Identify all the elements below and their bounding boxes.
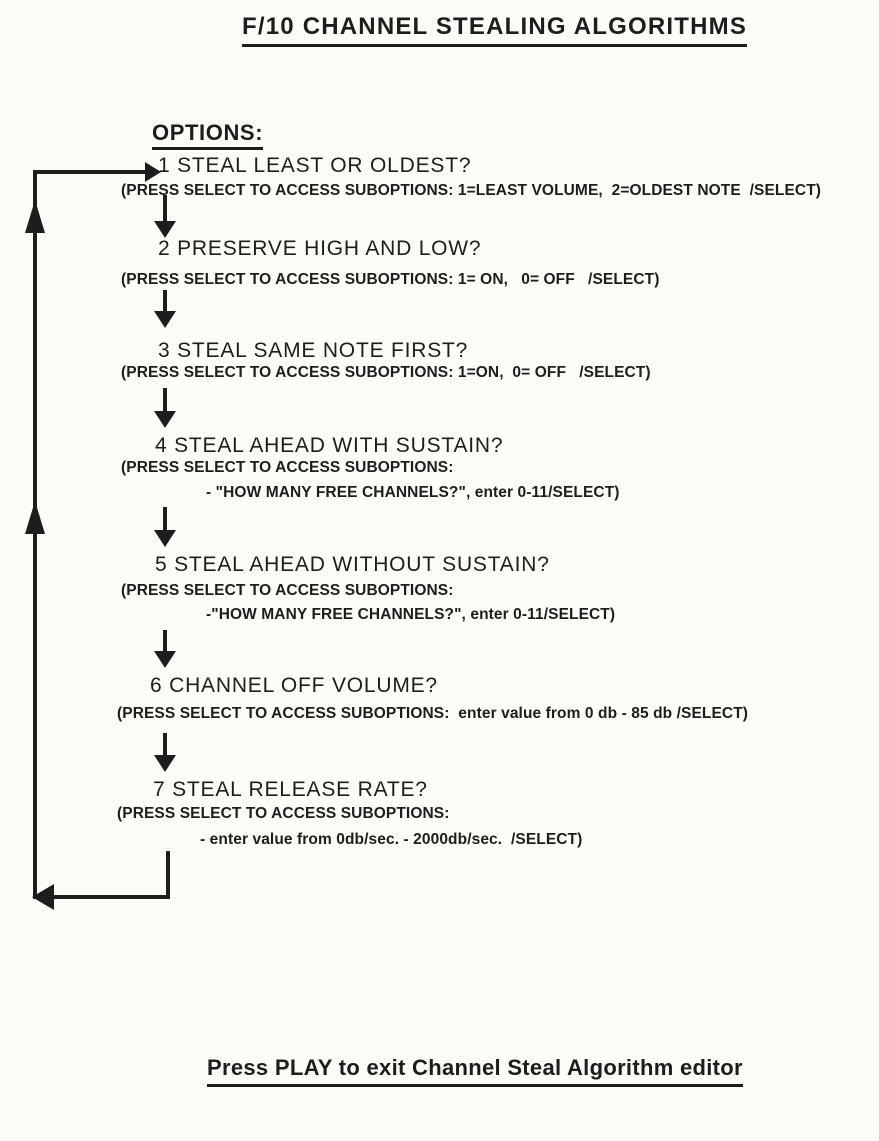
down-arrow-icon-2 <box>154 290 176 328</box>
option-5-title: 5 STEAL AHEAD WITHOUT SUSTAIN? <box>155 553 550 576</box>
option-2-title: 2 PRESERVE HIGH AND LOW? <box>158 237 482 260</box>
down-arrow-icon-6 <box>154 733 176 772</box>
page-title: F/10 CHANNEL STEALING ALGORITHMS <box>242 13 748 47</box>
option-3-title: 3 STEAL SAME NOTE FIRST? <box>158 339 469 362</box>
option-7-subtext-2: - enter value from 0db/sec. - 2000db/sec… <box>200 831 583 848</box>
option-2-subtext: (PRESS SELECT TO ACCESS SUBOPTIONS: 1= O… <box>121 271 660 288</box>
option-1-subtext: (PRESS SELECT TO ACCESS SUBOPTIONS: 1=LE… <box>121 182 822 199</box>
up-arrow-icon-2 <box>25 501 45 534</box>
option-7-subtext: (PRESS SELECT TO ACCESS SUBOPTIONS: <box>117 805 450 822</box>
down-arrow-icon-4 <box>154 507 176 547</box>
option-3-subtext: (PRESS SELECT TO ACCESS SUBOPTIONS: 1=ON… <box>121 364 651 381</box>
option-6-title: 6 CHANNEL OFF VOLUME? <box>150 674 438 697</box>
up-arrow-icon-1 <box>25 200 45 233</box>
option-5-subtext-2: -"HOW MANY FREE CHANNELS?", enter 0-11/S… <box>206 606 616 623</box>
option-6-subtext: (PRESS SELECT TO ACCESS SUBOPTIONS: ente… <box>117 705 749 722</box>
footer-instruction: Press PLAY to exit Channel Steal Algorit… <box>207 1055 743 1087</box>
down-arrow-icon-5 <box>154 630 176 668</box>
options-heading: OPTIONS: <box>152 120 264 150</box>
option-5-subtext: (PRESS SELECT TO ACCESS SUBOPTIONS: <box>121 582 454 599</box>
option-7-title: 7 STEAL RELEASE RATE? <box>153 778 428 801</box>
option-4-subtext-2: - "HOW MANY FREE CHANNELS?", enter 0-11/… <box>206 484 620 501</box>
left-arrow-icon <box>32 884 54 910</box>
option-4-title: 4 STEAL AHEAD WITH SUSTAIN? <box>155 434 504 457</box>
down-arrow-icon-3 <box>154 388 176 428</box>
option-4-subtext: (PRESS SELECT TO ACCESS SUBOPTIONS: <box>121 459 454 476</box>
option-1-title: 1 STEAL LEAST OR OLDEST? <box>158 154 472 177</box>
right-arrow-icon <box>145 162 161 182</box>
down-arrow-icon-1 <box>154 195 176 238</box>
